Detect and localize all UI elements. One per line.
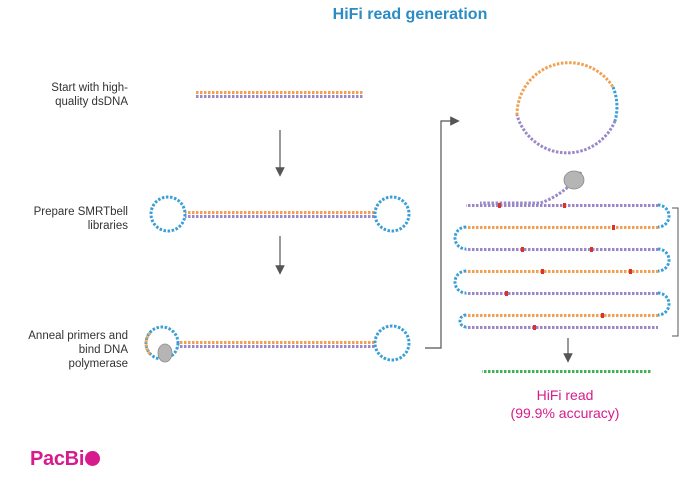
step-2-label: Prepare SMRTbell libraries (2, 205, 128, 233)
step-1-label-line-1: Start with high- (51, 82, 128, 94)
hifi-accuracy-label: (99.9% accuracy) (510, 405, 620, 421)
step-3-label: Anneal primers and bind DNA polymerase (2, 329, 128, 371)
hifi-read-strand (482, 370, 652, 373)
bracket-arrow (425, 116, 460, 349)
pacbio-logo: PacBi (30, 448, 101, 471)
smrtbell-molecule (149, 195, 411, 233)
circular-template (480, 61, 619, 205)
primed-smrtbell-molecule (144, 324, 411, 363)
step-1-label-line-2: quality dsDNA (55, 96, 128, 108)
passes-bracket (672, 207, 679, 337)
step-2-label-line-2: libraries (87, 220, 128, 232)
step-3-label-line-2: bind DNA (78, 344, 128, 356)
logo-dot-icon (85, 451, 101, 466)
step-3-label-line-1: Anneal primers and (28, 330, 128, 342)
diagram-title: HiFi read generation (332, 6, 488, 23)
dsdna-molecule (195, 91, 363, 98)
step-3-label-line-3: polymerase (68, 358, 128, 370)
step-2-label-line-1: Prepare SMRTbell (33, 206, 128, 218)
subread-passes (453, 203, 671, 330)
hifi-read-label: HiFi read (536, 387, 594, 403)
step-1-label: Start with high- quality dsDNA (2, 81, 128, 109)
polymerase-icon (563, 170, 585, 190)
polymerase-icon (157, 343, 173, 363)
sequencing-errors (498, 203, 632, 330)
pacbio-logo-text: PacBi (30, 448, 85, 470)
